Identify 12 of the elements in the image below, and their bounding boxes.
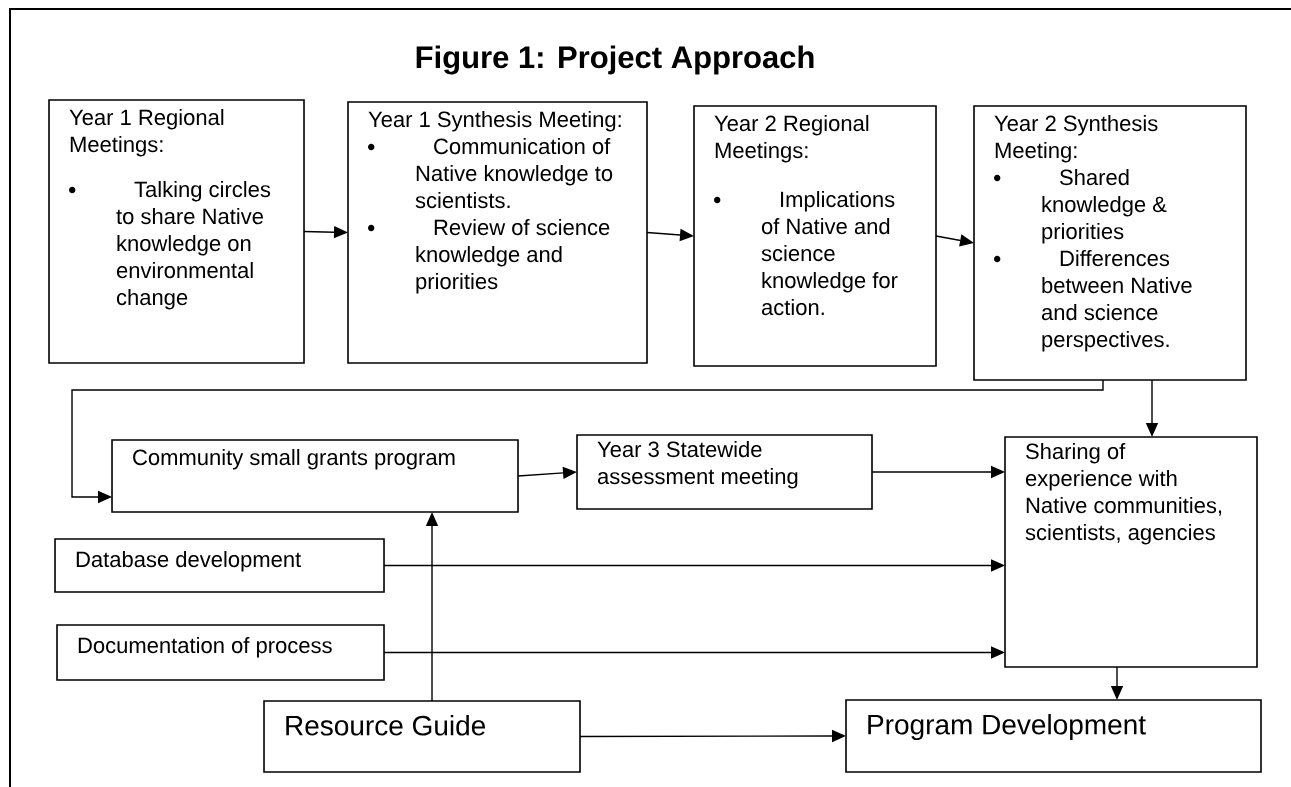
process-box: Community small grants program — [111, 439, 519, 513]
process-box: Year 1 Regional Meetings: Talking circles to share Native knowledge on environmental change — [48, 99, 305, 364]
process-box: Resource Guide — [263, 700, 581, 773]
process-box: Documentation of process — [56, 624, 385, 681]
process-box: Sharing of experience with Native communities, scientists, agencies — [1004, 436, 1258, 668]
process-box: Year 2 Synthesis Meeting: Shared knowledge & priorities Differences between Native and science perspectives. — [973, 105, 1247, 381]
process-box: Program Development — [845, 699, 1262, 773]
process-box: Year 3 Statewide assessment meeting — [576, 434, 873, 510]
title: Figure 1: Project Approach — [416, 45, 814, 75]
process-box: Year 1 Synthesis Meeting: Communication of Native knowledge to scientists. Review of science knowledge and priorities — [347, 101, 648, 364]
process-box: Database development — [54, 538, 385, 593]
process-box: Year 2 Regional Meetings: Implications of Native and science knowledge for action. — [693, 105, 937, 367]
